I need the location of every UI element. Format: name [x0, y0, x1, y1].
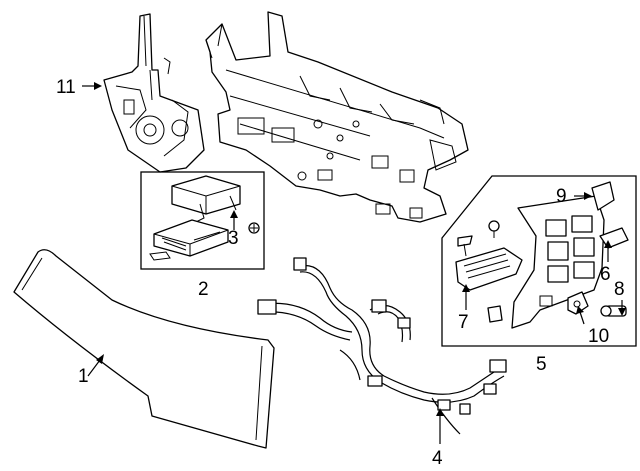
module-label-sticker [149, 251, 171, 261]
module-kit-box [140, 171, 265, 270]
console-trim-plate [511, 195, 605, 329]
callout-5: 5 [536, 354, 547, 375]
shifter-assembly [103, 13, 205, 173]
callout-10: 10 [588, 326, 609, 347]
retainer-clip [487, 305, 503, 323]
side-trim-panel [13, 249, 275, 449]
callout-8: 8 [614, 279, 625, 300]
control-module [153, 219, 229, 257]
module-screw [248, 222, 260, 234]
module-bracket [171, 175, 241, 223]
callout-9: 9 [556, 186, 567, 207]
callout-1: 1 [78, 366, 89, 387]
callout-11: 11 [56, 77, 76, 98]
small-cover [599, 227, 629, 249]
trim-cap [591, 181, 615, 211]
instrument-panel-frame [205, 11, 469, 223]
trim-clip [488, 220, 500, 238]
wiring-harness [257, 257, 507, 435]
callout-4: 4 [432, 448, 443, 469]
callout-3: 3 [228, 228, 239, 249]
callout-2: 2 [198, 279, 209, 300]
leader-lines [82, 82, 626, 444]
push-pin-fastener [457, 235, 473, 257]
callout-7: 7 [458, 312, 469, 333]
switch-panel [455, 247, 523, 291]
trim-kit-box [441, 175, 637, 347]
callout-6: 6 [600, 264, 611, 285]
